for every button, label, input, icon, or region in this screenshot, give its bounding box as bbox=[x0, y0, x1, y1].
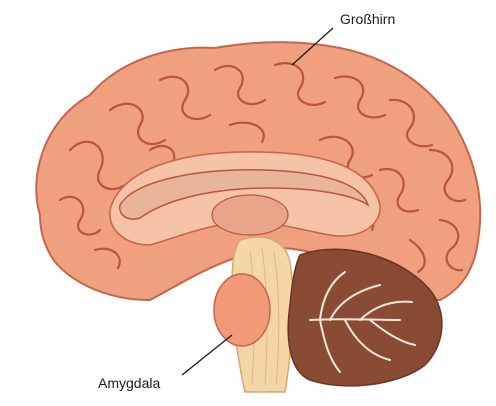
cerebrum-label: Großhirn bbox=[340, 11, 395, 27]
amygdala-label: Amygdala bbox=[98, 375, 160, 391]
amygdala-leader-line bbox=[182, 335, 232, 375]
amygdala bbox=[214, 274, 270, 346]
thalamus bbox=[212, 195, 288, 235]
